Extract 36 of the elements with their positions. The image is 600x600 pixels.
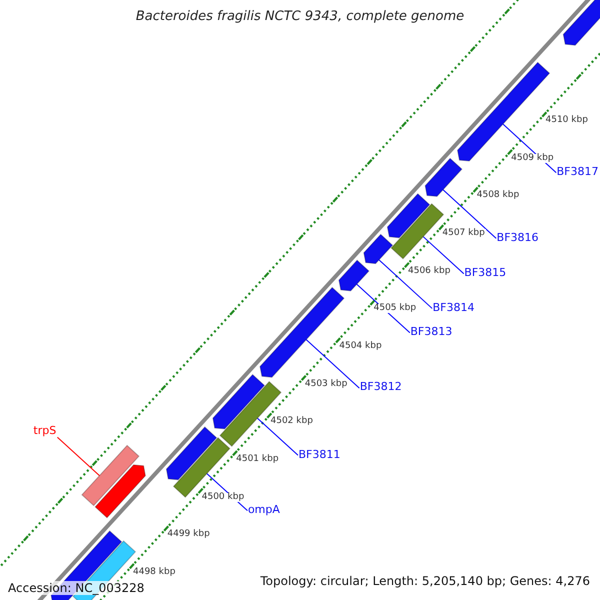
scale-label: 4510 kbp [544,116,589,126]
scale-label: 4508 kbp [476,191,520,200]
gene-label: BF3813 [410,326,452,338]
gene-label: BF3812 [360,381,402,392]
scale-label: 4502 kbp [270,417,314,426]
scale-label: 4498 kbp [132,568,176,577]
scale-label: 4507 kbp [441,229,486,238]
gene-label: ompA [248,504,280,515]
title: Bacteroides fragilis NCTC 9343, complete genome [134,10,466,23]
leader-line [422,236,464,274]
leader-line [56,436,100,476]
topology-text: Topology: circular; Length: 5,205,140 bp; Genes: 4,276 [260,575,590,587]
scale-label: 4500 kbp [200,492,246,502]
scale-label: 4504 kbp [338,342,383,351]
scale-label: 4501 kbp [235,454,280,464]
gene-label: BF3817 [556,166,599,177]
leader-line [306,339,360,389]
gene-label: BF3811 [298,448,340,460]
scale-label: 4509 kbp [510,154,555,163]
leader-line [442,189,497,239]
scale-label: 4505 kbp [372,304,418,314]
scale-label: 4503 kbp [304,380,348,389]
gene-label: BF3815 [464,267,506,278]
scale-label: 4506 kbp [407,266,452,276]
gene-label: trpS [33,425,56,436]
leader-line [502,124,557,174]
gene-label: BF3814 [432,302,474,313]
gene-block [81,444,140,506]
gene-block [424,158,463,197]
gene-block [363,234,394,264]
leader-line [378,259,433,309]
gene-block [390,203,444,260]
scale-label: 4499 kbp [166,530,211,540]
leader-line [256,418,299,456]
gene-label: BF3816 [496,232,539,243]
gene-block [338,260,370,292]
